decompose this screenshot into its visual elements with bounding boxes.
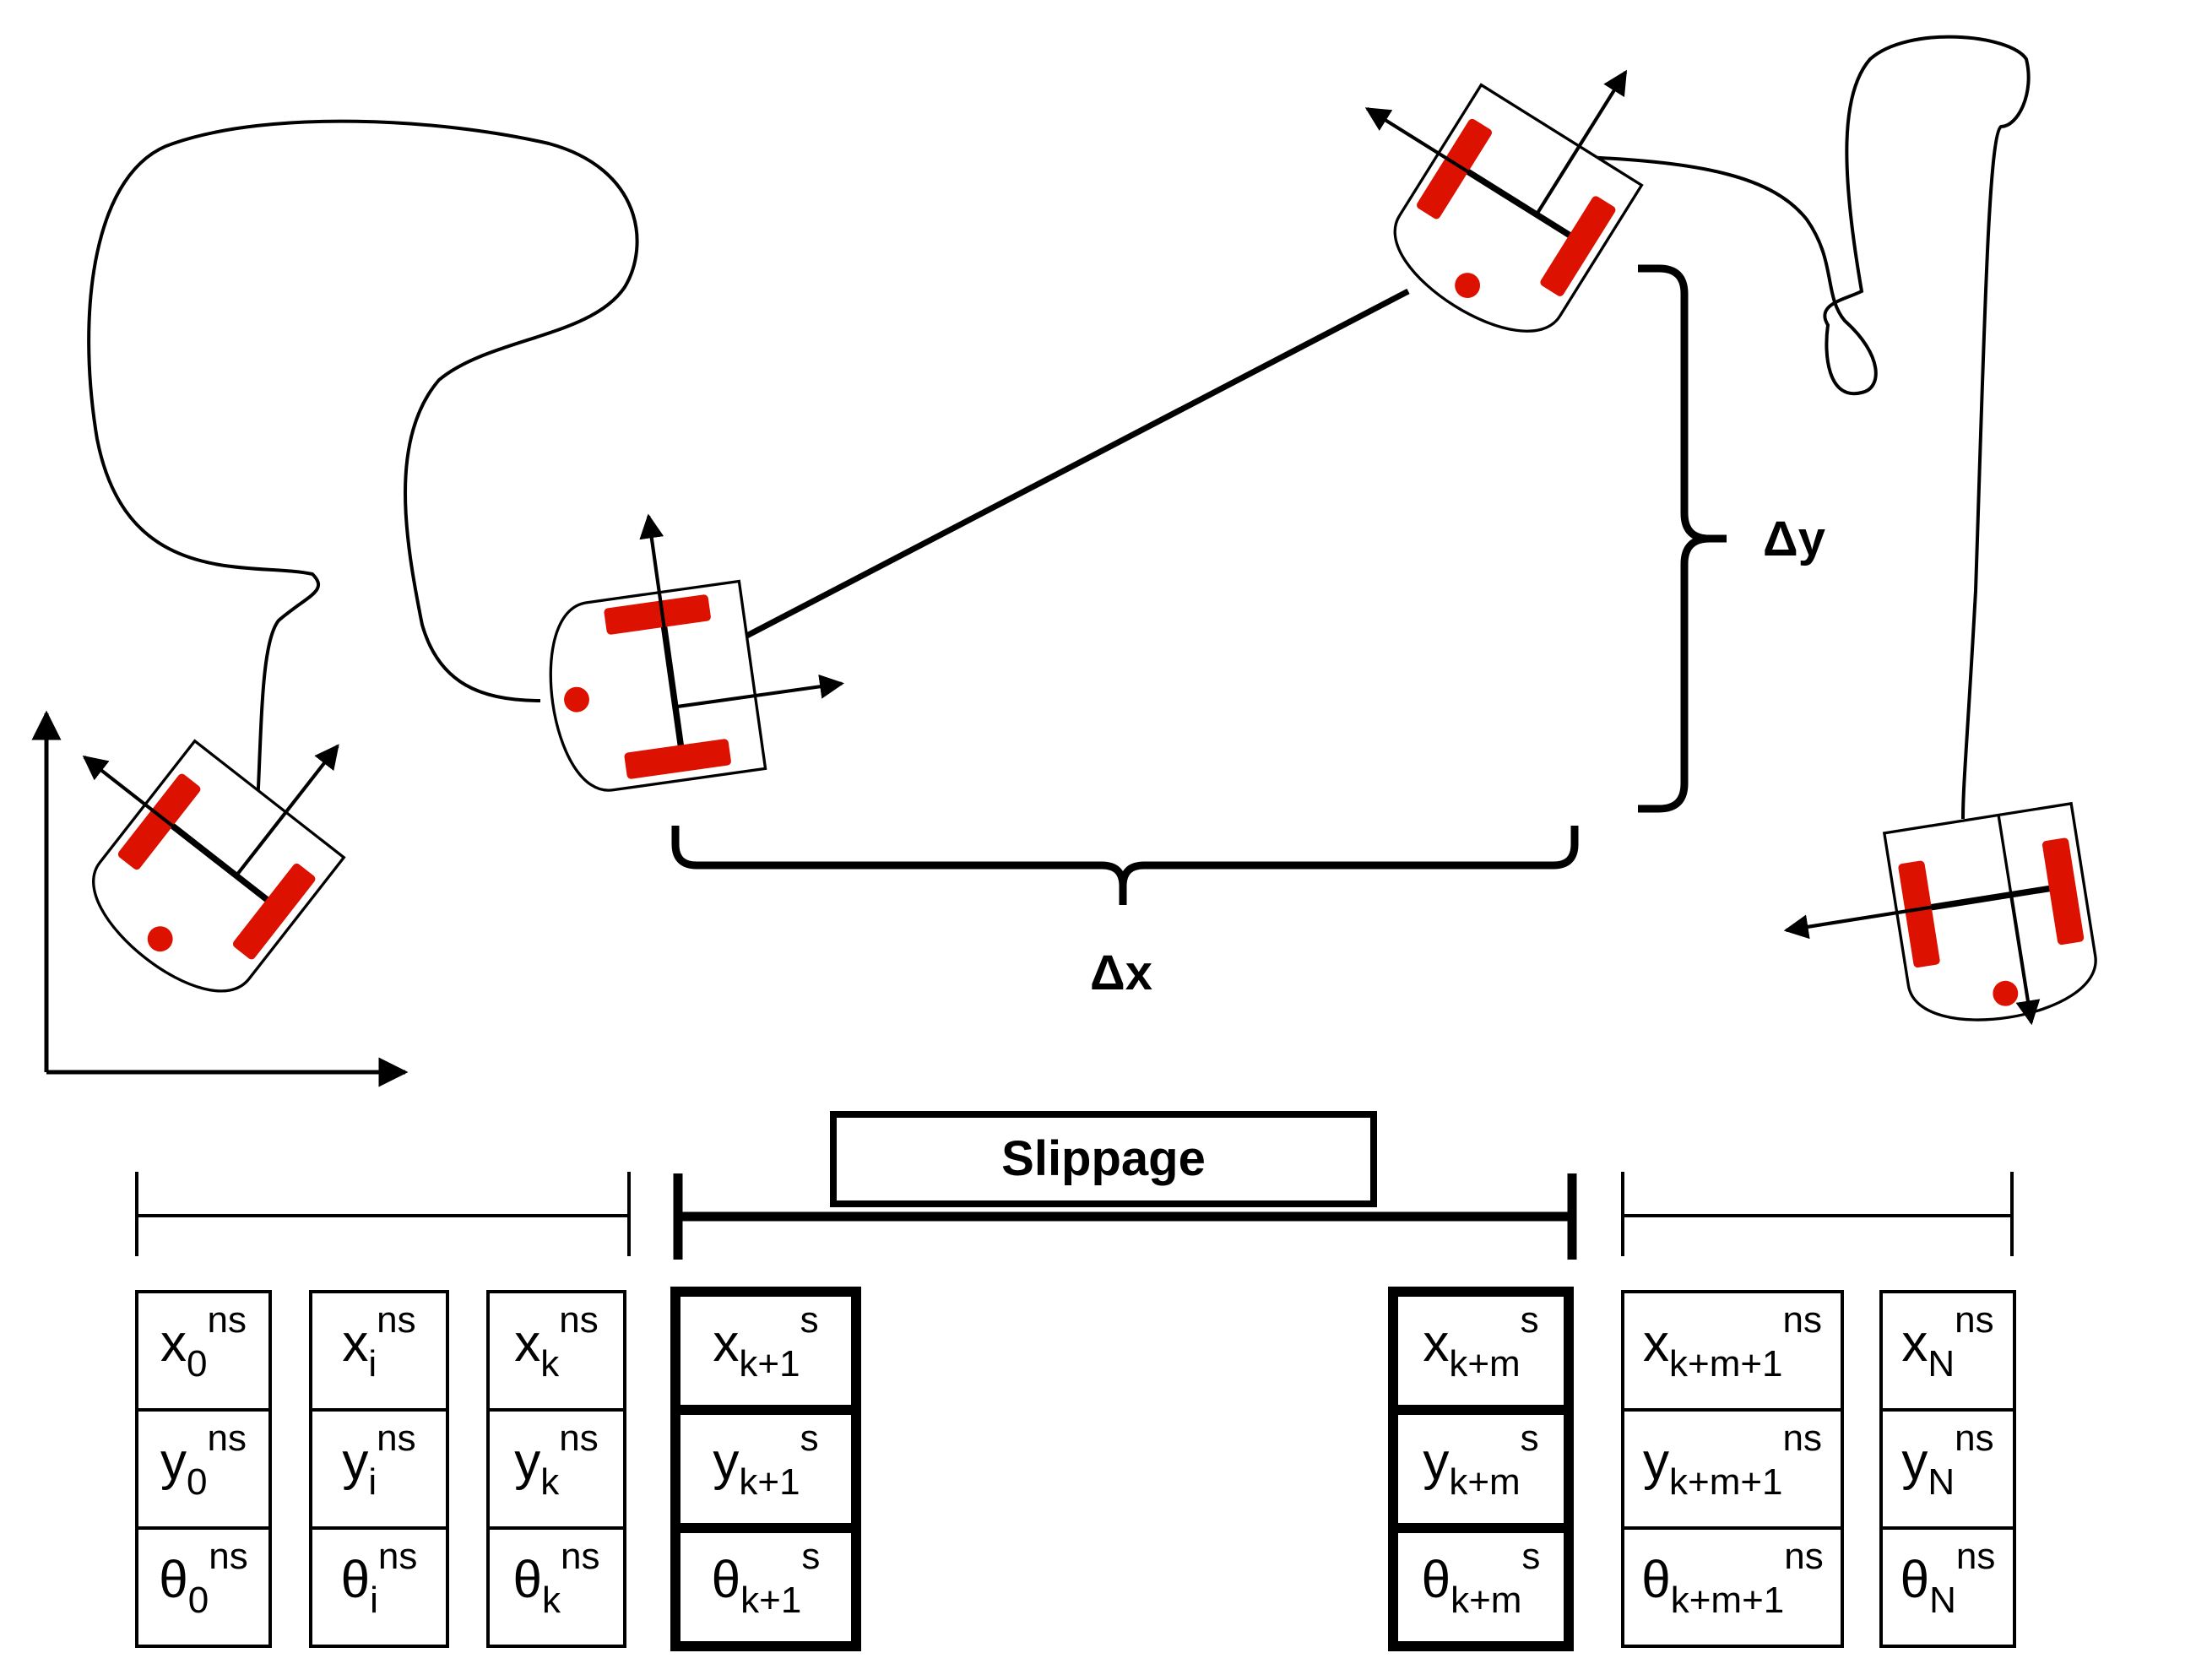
state-cell xyxy=(309,1290,449,1412)
trajectory-path-1 xyxy=(87,119,639,807)
robot-pose-start xyxy=(10,627,396,1016)
state-variable-label: xNns xyxy=(1901,1299,1993,1385)
trajectory-path-2 xyxy=(1557,35,2031,820)
state-vector-columns: x0ns y0ns θ0ns xins yins θins xkns ykns θkns xk+1… xyxy=(135,1287,2016,1651)
state-column-xk1: xk+1s yk+1s θk+1s xyxy=(670,1287,861,1651)
state-cell xyxy=(1621,1526,1844,1648)
state-column-x0: x0ns y0ns θ0ns xyxy=(135,1290,272,1648)
robot-pose-end xyxy=(1783,804,2104,1059)
state-variable-label: yk+ms xyxy=(1423,1417,1538,1503)
state-variable-label: xk+ms xyxy=(1423,1299,1538,1385)
state-variable-label: xk+1s xyxy=(713,1299,818,1385)
state-cell xyxy=(309,1526,449,1648)
state-variable-label: xk+m+1ns xyxy=(1643,1299,1822,1385)
state-cell xyxy=(1388,1287,1574,1415)
state-variable-label: ykns xyxy=(514,1417,598,1503)
state-cell xyxy=(135,1526,272,1648)
state-cell xyxy=(486,1526,626,1648)
state-cell xyxy=(1388,1523,1574,1651)
state-column-xkm1: xk+m+1ns yk+m+1ns θk+m+1ns xyxy=(1621,1290,1844,1648)
state-variable-label: yk+m+1ns xyxy=(1643,1417,1822,1503)
state-variable-label: θins xyxy=(341,1536,418,1621)
world-axes xyxy=(31,710,409,1087)
state-variable-label: yins xyxy=(342,1417,415,1503)
state-variable-label: yNns xyxy=(1901,1417,1993,1503)
interval-ruler-left xyxy=(135,1172,631,1256)
slippage-label-box xyxy=(830,1111,1377,1207)
state-cell xyxy=(135,1408,272,1530)
state-variable-label: θk+m+1ns xyxy=(1641,1536,1823,1621)
state-cell xyxy=(670,1523,861,1651)
state-cell xyxy=(135,1290,272,1412)
state-column-xk: xkns ykns θkns xyxy=(486,1290,626,1648)
state-variable-label: y0ns xyxy=(160,1417,247,1503)
delta-x-brace xyxy=(671,826,1579,905)
state-variable-label: x0ns xyxy=(160,1299,247,1385)
state-cell xyxy=(1879,1290,2016,1412)
state-variable-label: θkns xyxy=(513,1536,600,1621)
state-variable-label: θNns xyxy=(1900,1536,1996,1621)
slippage-interval-ruler xyxy=(673,1173,1577,1260)
state-cell xyxy=(1621,1408,1844,1530)
displacement-line xyxy=(737,288,1410,643)
delta-y-brace xyxy=(1638,264,1727,813)
state-column-xi: xins yins θins xyxy=(309,1290,449,1648)
state-column-xN: xNns yNns θNns xyxy=(1879,1290,2016,1648)
state-column-xkm: xk+ms yk+ms θk+ms xyxy=(1388,1287,1574,1651)
state-variable-label: θk+ms xyxy=(1422,1536,1541,1621)
state-cell xyxy=(1879,1408,2016,1530)
state-variable-label: yk+1s xyxy=(713,1417,818,1503)
slippage-label: Slippage xyxy=(1001,1131,1206,1186)
robot-pose-k-plus-m xyxy=(1364,69,1688,356)
state-variable-label: xkns xyxy=(514,1299,598,1385)
robot-pose-k xyxy=(529,513,845,797)
interval-ruler-right xyxy=(1621,1172,2014,1256)
state-cell xyxy=(1879,1526,2016,1648)
state-cell xyxy=(1621,1290,1844,1412)
state-variable-label: xins xyxy=(342,1299,415,1385)
delta-x-label: Δx xyxy=(1090,946,1152,1000)
state-variable-label: θ0ns xyxy=(159,1536,247,1621)
state-cell xyxy=(486,1408,626,1530)
state-variable-label: θk+1s xyxy=(712,1536,821,1621)
delta-y-label: Δy xyxy=(1763,512,1825,566)
